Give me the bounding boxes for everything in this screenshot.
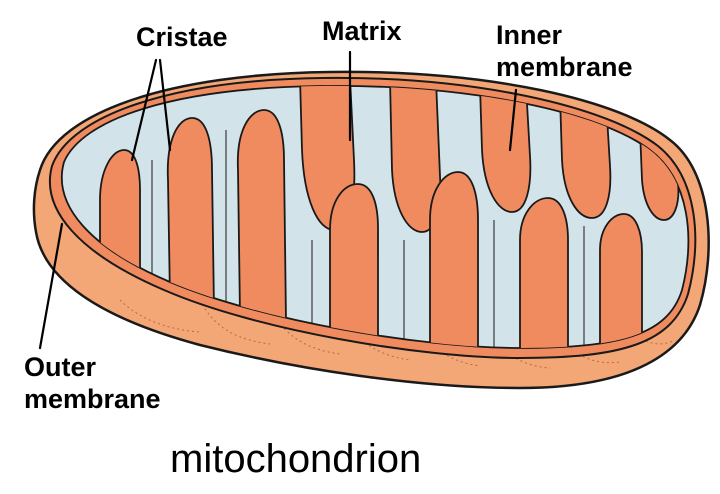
crista-5 bbox=[330, 184, 378, 338]
caption: mitochondrion bbox=[170, 437, 421, 481]
inner-membrane-label-line2: membrane bbox=[496, 52, 633, 82]
crista-7 bbox=[430, 172, 478, 350]
outer-membrane-label-line2: membrane bbox=[24, 384, 161, 414]
crista-3 bbox=[238, 110, 286, 322]
crista-2 bbox=[168, 118, 214, 310]
outer-membrane-label-line1: Outer bbox=[24, 352, 97, 382]
cristae-label: Cristae bbox=[136, 22, 228, 52]
inner-membrane-label-line1: Inner bbox=[496, 20, 563, 50]
matrix-label: Matrix bbox=[322, 16, 402, 46]
crista-11 bbox=[600, 214, 642, 350]
crista-9 bbox=[520, 198, 568, 356]
